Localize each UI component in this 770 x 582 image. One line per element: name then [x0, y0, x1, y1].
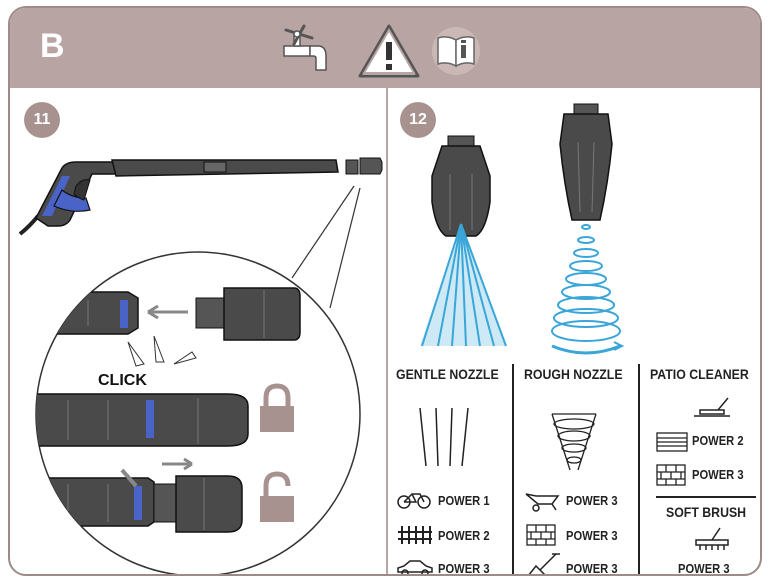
- patio-sub-divider: [656, 496, 756, 498]
- patio-power-3: POWER 3: [692, 467, 744, 482]
- panel-divider: [386, 88, 388, 574]
- car-icon: [397, 560, 433, 574]
- instruction-panel: B 11: [8, 6, 762, 576]
- water-tap-icon: [283, 24, 327, 71]
- step-12-badge: 12: [400, 102, 436, 138]
- rough-spray-pattern: [551, 413, 597, 471]
- manual-book-icon: [432, 27, 480, 75]
- gentle-power-2: POWER 2: [438, 528, 490, 543]
- rough-power-3: POWER 3: [566, 561, 618, 576]
- column-separator: [638, 364, 640, 574]
- gentle-power-1: POWER 1: [438, 493, 490, 508]
- spray-gun-illustration: [18, 157, 383, 236]
- rough-nozzle-illustration: [551, 103, 625, 355]
- step-11-badge: 11: [24, 102, 60, 138]
- gentle-nozzle-illustration: [420, 135, 507, 347]
- header-bar: B: [10, 8, 760, 88]
- bicycle-icon: [397, 493, 431, 509]
- click-label: CLICK: [98, 372, 147, 389]
- gentle-spray-pattern: [419, 407, 469, 467]
- magnified-detail-circle: [35, 251, 361, 574]
- column-title-rough: ROUGH NOZZLE: [524, 366, 623, 382]
- column-title-gentle: GENTLE NOZZLE: [396, 366, 499, 382]
- gentle-power-3: POWER 3: [438, 561, 490, 576]
- section-letter: B: [40, 27, 65, 65]
- column-title-patio: PATIO CLEANER: [650, 366, 749, 382]
- wheelbarrow-icon: [525, 493, 560, 512]
- brick-wall-icon: [656, 464, 686, 486]
- brick-wall-icon: [526, 524, 556, 546]
- column-separator: [512, 364, 514, 574]
- brush-power-3: POWER 3: [678, 561, 730, 576]
- zoom-lines: [291, 185, 361, 309]
- patio-power-2: POWER 2: [692, 433, 744, 448]
- warning-icon: [358, 24, 420, 78]
- shovel-icon: [528, 553, 560, 574]
- fence-icon: [398, 526, 432, 544]
- rough-power-1: POWER 3: [566, 493, 618, 508]
- brush-icon: [695, 527, 729, 550]
- fence-icon: [656, 432, 688, 452]
- rough-power-2: POWER 3: [566, 528, 618, 543]
- soft-brush-title: SOFT BRUSH: [666, 504, 747, 520]
- deck-icon: [694, 397, 730, 417]
